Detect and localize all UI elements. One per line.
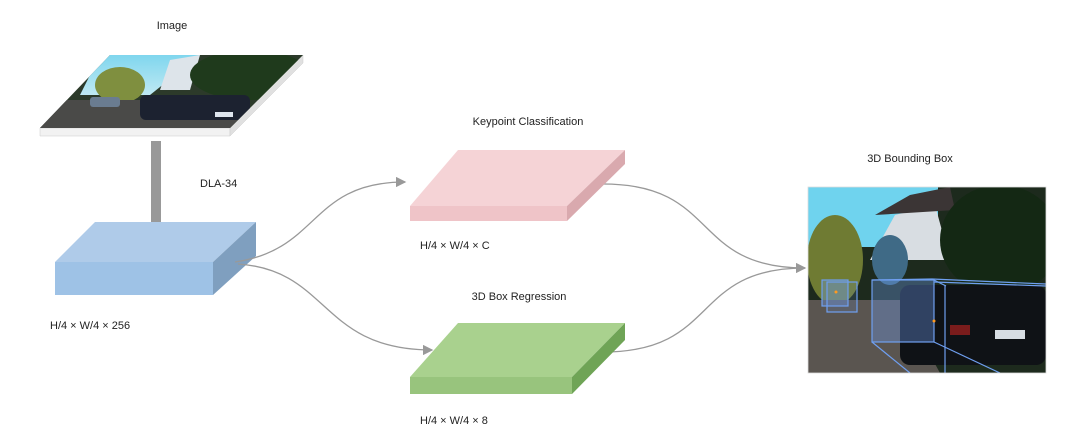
image-label: Image bbox=[157, 20, 188, 32]
regression-head-label: 3D Box Regression bbox=[472, 291, 567, 303]
keypoint-dims-label: H/4 × W/4 × C bbox=[420, 240, 490, 252]
keypoint-map-block bbox=[410, 150, 625, 221]
arrow-regression-to-output bbox=[602, 267, 806, 353]
feature-dims-label: H/4 × W/4 × 256 bbox=[50, 320, 130, 332]
output-label: 3D Bounding Box bbox=[867, 153, 953, 165]
output-image bbox=[808, 187, 1046, 373]
input-image bbox=[39, 54, 304, 137]
regression-map-block bbox=[410, 323, 625, 394]
regression-dims-label: H/4 × W/4 × 8 bbox=[420, 415, 488, 427]
bounding-box-overlay bbox=[821, 278, 1046, 373]
arrow-to-regression bbox=[237, 263, 434, 356]
keypoint-head-label: Keypoint Classification bbox=[473, 116, 584, 128]
arrow-keypoint-to-output bbox=[602, 183, 807, 274]
backbone-label: DLA-34 bbox=[200, 178, 237, 190]
feature-map-block bbox=[55, 222, 256, 295]
arrow-to-keypoint bbox=[234, 176, 407, 263]
